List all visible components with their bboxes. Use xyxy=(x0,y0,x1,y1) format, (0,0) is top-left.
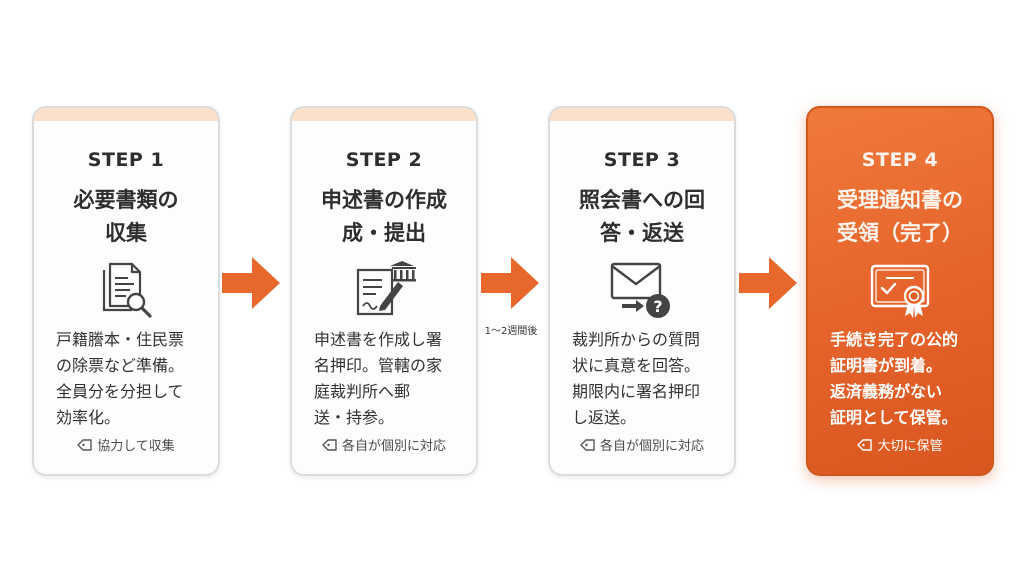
step-3-card: STEP 3 照会書への回 答・返送 ? 裁判所からの質問 状に真意を回答。 期… xyxy=(548,106,736,476)
tag-icon xyxy=(322,438,337,451)
svg-text:?: ? xyxy=(653,297,662,316)
step-tag-label: 各自が個別に対応 xyxy=(341,439,446,454)
step-tag: 各自が個別に対応 xyxy=(550,435,734,454)
mail-question-icon: ? xyxy=(610,262,670,318)
step-tag: 大切に保管 xyxy=(808,435,992,454)
step-tag-label: 大切に保管 xyxy=(877,439,943,454)
arrow-right-icon xyxy=(481,257,539,309)
card-top-bar xyxy=(34,108,218,121)
step-title: 必要書類の 収集 xyxy=(73,188,179,245)
interval-label: 1〜2週間後 xyxy=(484,326,538,337)
step-label: STEP 4 xyxy=(861,149,939,171)
arrow-right-icon xyxy=(739,257,797,309)
step-description: 裁判所からの質問 状に真意を回答。 期限内に署名押印 し返送。 xyxy=(572,330,701,427)
step-4-card: STEP 4 受理通知書の 受領（完了） 手続き完了の公的 証明書が到着。 返済… xyxy=(806,106,994,476)
step-tag: 協力して収集 xyxy=(34,435,218,454)
tag-icon xyxy=(580,438,595,451)
step-description: 戸籍謄本・住民票 の除票など準備。 全員分を分担して 効率化。 xyxy=(56,330,185,427)
sign-document-court-icon xyxy=(356,261,416,316)
tag-icon xyxy=(77,438,92,451)
step-tag-label: 協力して収集 xyxy=(97,439,175,454)
step-label: STEP 3 xyxy=(603,149,681,171)
document-search-icon xyxy=(102,262,152,318)
step-description: 申述書を作成し署 名押印。管轄の家 庭裁判所へ郵 送・持参。 xyxy=(314,330,443,427)
step-description: 手続き完了の公的 証明書が到着。 返済義務がない 証明として保管。 xyxy=(830,330,959,427)
step-1-card: STEP 1 必要書類の 収集 戸籍謄本・住民票 の除票など準備。 全員分を分担… xyxy=(32,106,220,476)
tag-icon xyxy=(857,438,873,451)
step-label: STEP 2 xyxy=(345,149,423,171)
step-label: STEP 1 xyxy=(87,149,165,171)
certificate-icon xyxy=(870,264,930,318)
arrow-right-icon xyxy=(222,257,280,309)
card-top-bar xyxy=(550,108,734,121)
card-top-bar xyxy=(808,108,992,121)
step-title: 照会書への回 答・返送 xyxy=(579,188,705,245)
step-tag-label: 各自が個別に対応 xyxy=(599,439,704,454)
step-title: 受理通知書の 受領（完了） xyxy=(837,188,963,245)
step-2-card: STEP 2 申述書の作成 成・提出 申述書を作成し署 名押印。管轄の家 庭裁判… xyxy=(290,106,478,476)
step-title: 申述書の作成 成・提出 xyxy=(321,188,447,245)
step-tag: 各自が個別に対応 xyxy=(292,435,476,454)
card-top-bar xyxy=(292,108,476,121)
